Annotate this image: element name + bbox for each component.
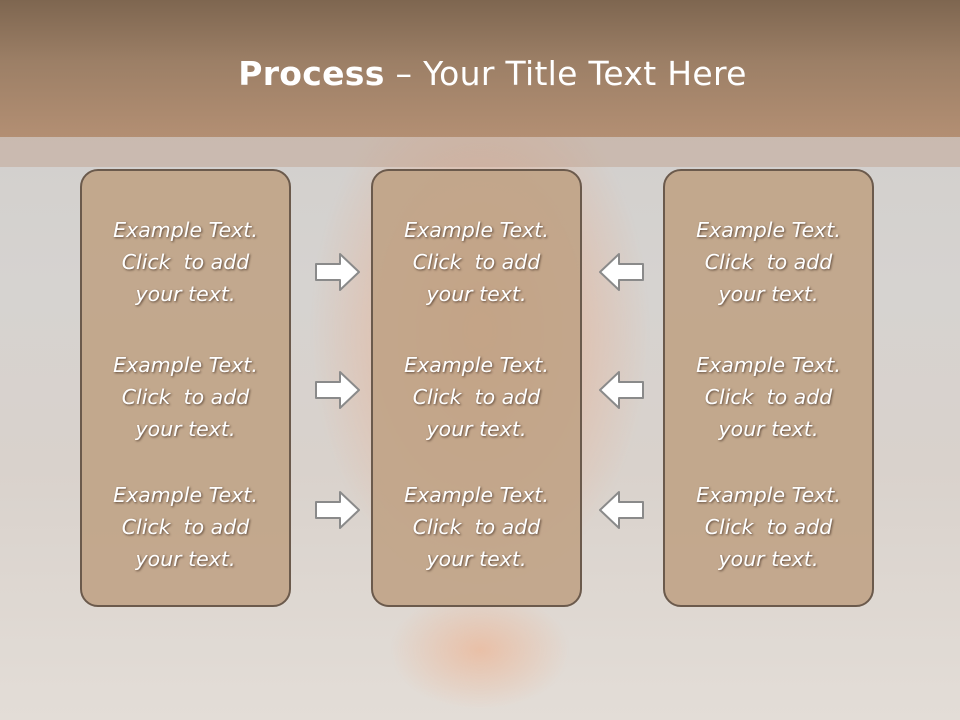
text-line: your text.	[426, 547, 527, 571]
arrow-right-icon	[314, 369, 362, 411]
process-box-left[interactable]: Example Text. Click to add your text. Ex…	[80, 169, 291, 607]
text-line: Click to add	[704, 385, 833, 409]
text-line: Example Text.	[113, 218, 258, 242]
arrow-left-icon	[597, 369, 645, 411]
slide-title-bold: Process	[238, 54, 385, 93]
arrow-right-icon	[314, 489, 362, 531]
text-placeholder[interactable]: Example Text. Click to add your text.	[373, 214, 580, 310]
text-placeholder[interactable]: Example Text. Click to add your text.	[82, 214, 289, 310]
process-box-center[interactable]: Example Text. Click to add your text. Ex…	[371, 169, 582, 607]
text-line: your text.	[135, 282, 236, 306]
arrow-left-icon	[597, 251, 645, 293]
text-placeholder[interactable]: Example Text. Click to add your text.	[665, 214, 872, 310]
text-line: Example Text.	[113, 483, 258, 507]
process-box-right[interactable]: Example Text. Click to add your text. Ex…	[663, 169, 874, 607]
title-banner-band	[0, 137, 960, 167]
slide-title-dash: –	[384, 54, 424, 93]
text-line: Click to add	[704, 515, 833, 539]
text-line: Example Text.	[404, 483, 549, 507]
text-line: Click to add	[121, 250, 250, 274]
text-line: Click to add	[121, 385, 250, 409]
text-line: your text.	[426, 417, 527, 441]
arrow-left-icon	[597, 489, 645, 531]
text-placeholder[interactable]: Example Text. Click to add your text.	[82, 479, 289, 575]
text-line: Click to add	[412, 250, 541, 274]
text-line: your text.	[718, 417, 819, 441]
text-line: Click to add	[704, 250, 833, 274]
text-line: Example Text.	[696, 353, 841, 377]
text-line: Example Text.	[404, 353, 549, 377]
title-banner	[0, 0, 960, 137]
text-line: your text.	[135, 547, 236, 571]
slide-title[interactable]: Process – Your Title Text Here	[0, 54, 960, 93]
text-line: your text.	[135, 417, 236, 441]
text-line: your text.	[426, 282, 527, 306]
text-line: Click to add	[412, 515, 541, 539]
arrow-right-icon	[314, 251, 362, 293]
text-placeholder[interactable]: Example Text. Click to add your text.	[665, 479, 872, 575]
text-line: Example Text.	[404, 218, 549, 242]
text-line: Click to add	[121, 515, 250, 539]
text-line: Example Text.	[696, 483, 841, 507]
text-placeholder[interactable]: Example Text. Click to add your text.	[373, 479, 580, 575]
text-line: Example Text.	[113, 353, 258, 377]
text-line: Example Text.	[696, 218, 841, 242]
text-placeholder[interactable]: Example Text. Click to add your text.	[82, 349, 289, 445]
text-line: your text.	[718, 547, 819, 571]
text-line: Click to add	[412, 385, 541, 409]
text-line: your text.	[718, 282, 819, 306]
slide-title-text: Your Title Text Here	[423, 54, 747, 93]
text-placeholder[interactable]: Example Text. Click to add your text.	[665, 349, 872, 445]
text-placeholder[interactable]: Example Text. Click to add your text.	[373, 349, 580, 445]
